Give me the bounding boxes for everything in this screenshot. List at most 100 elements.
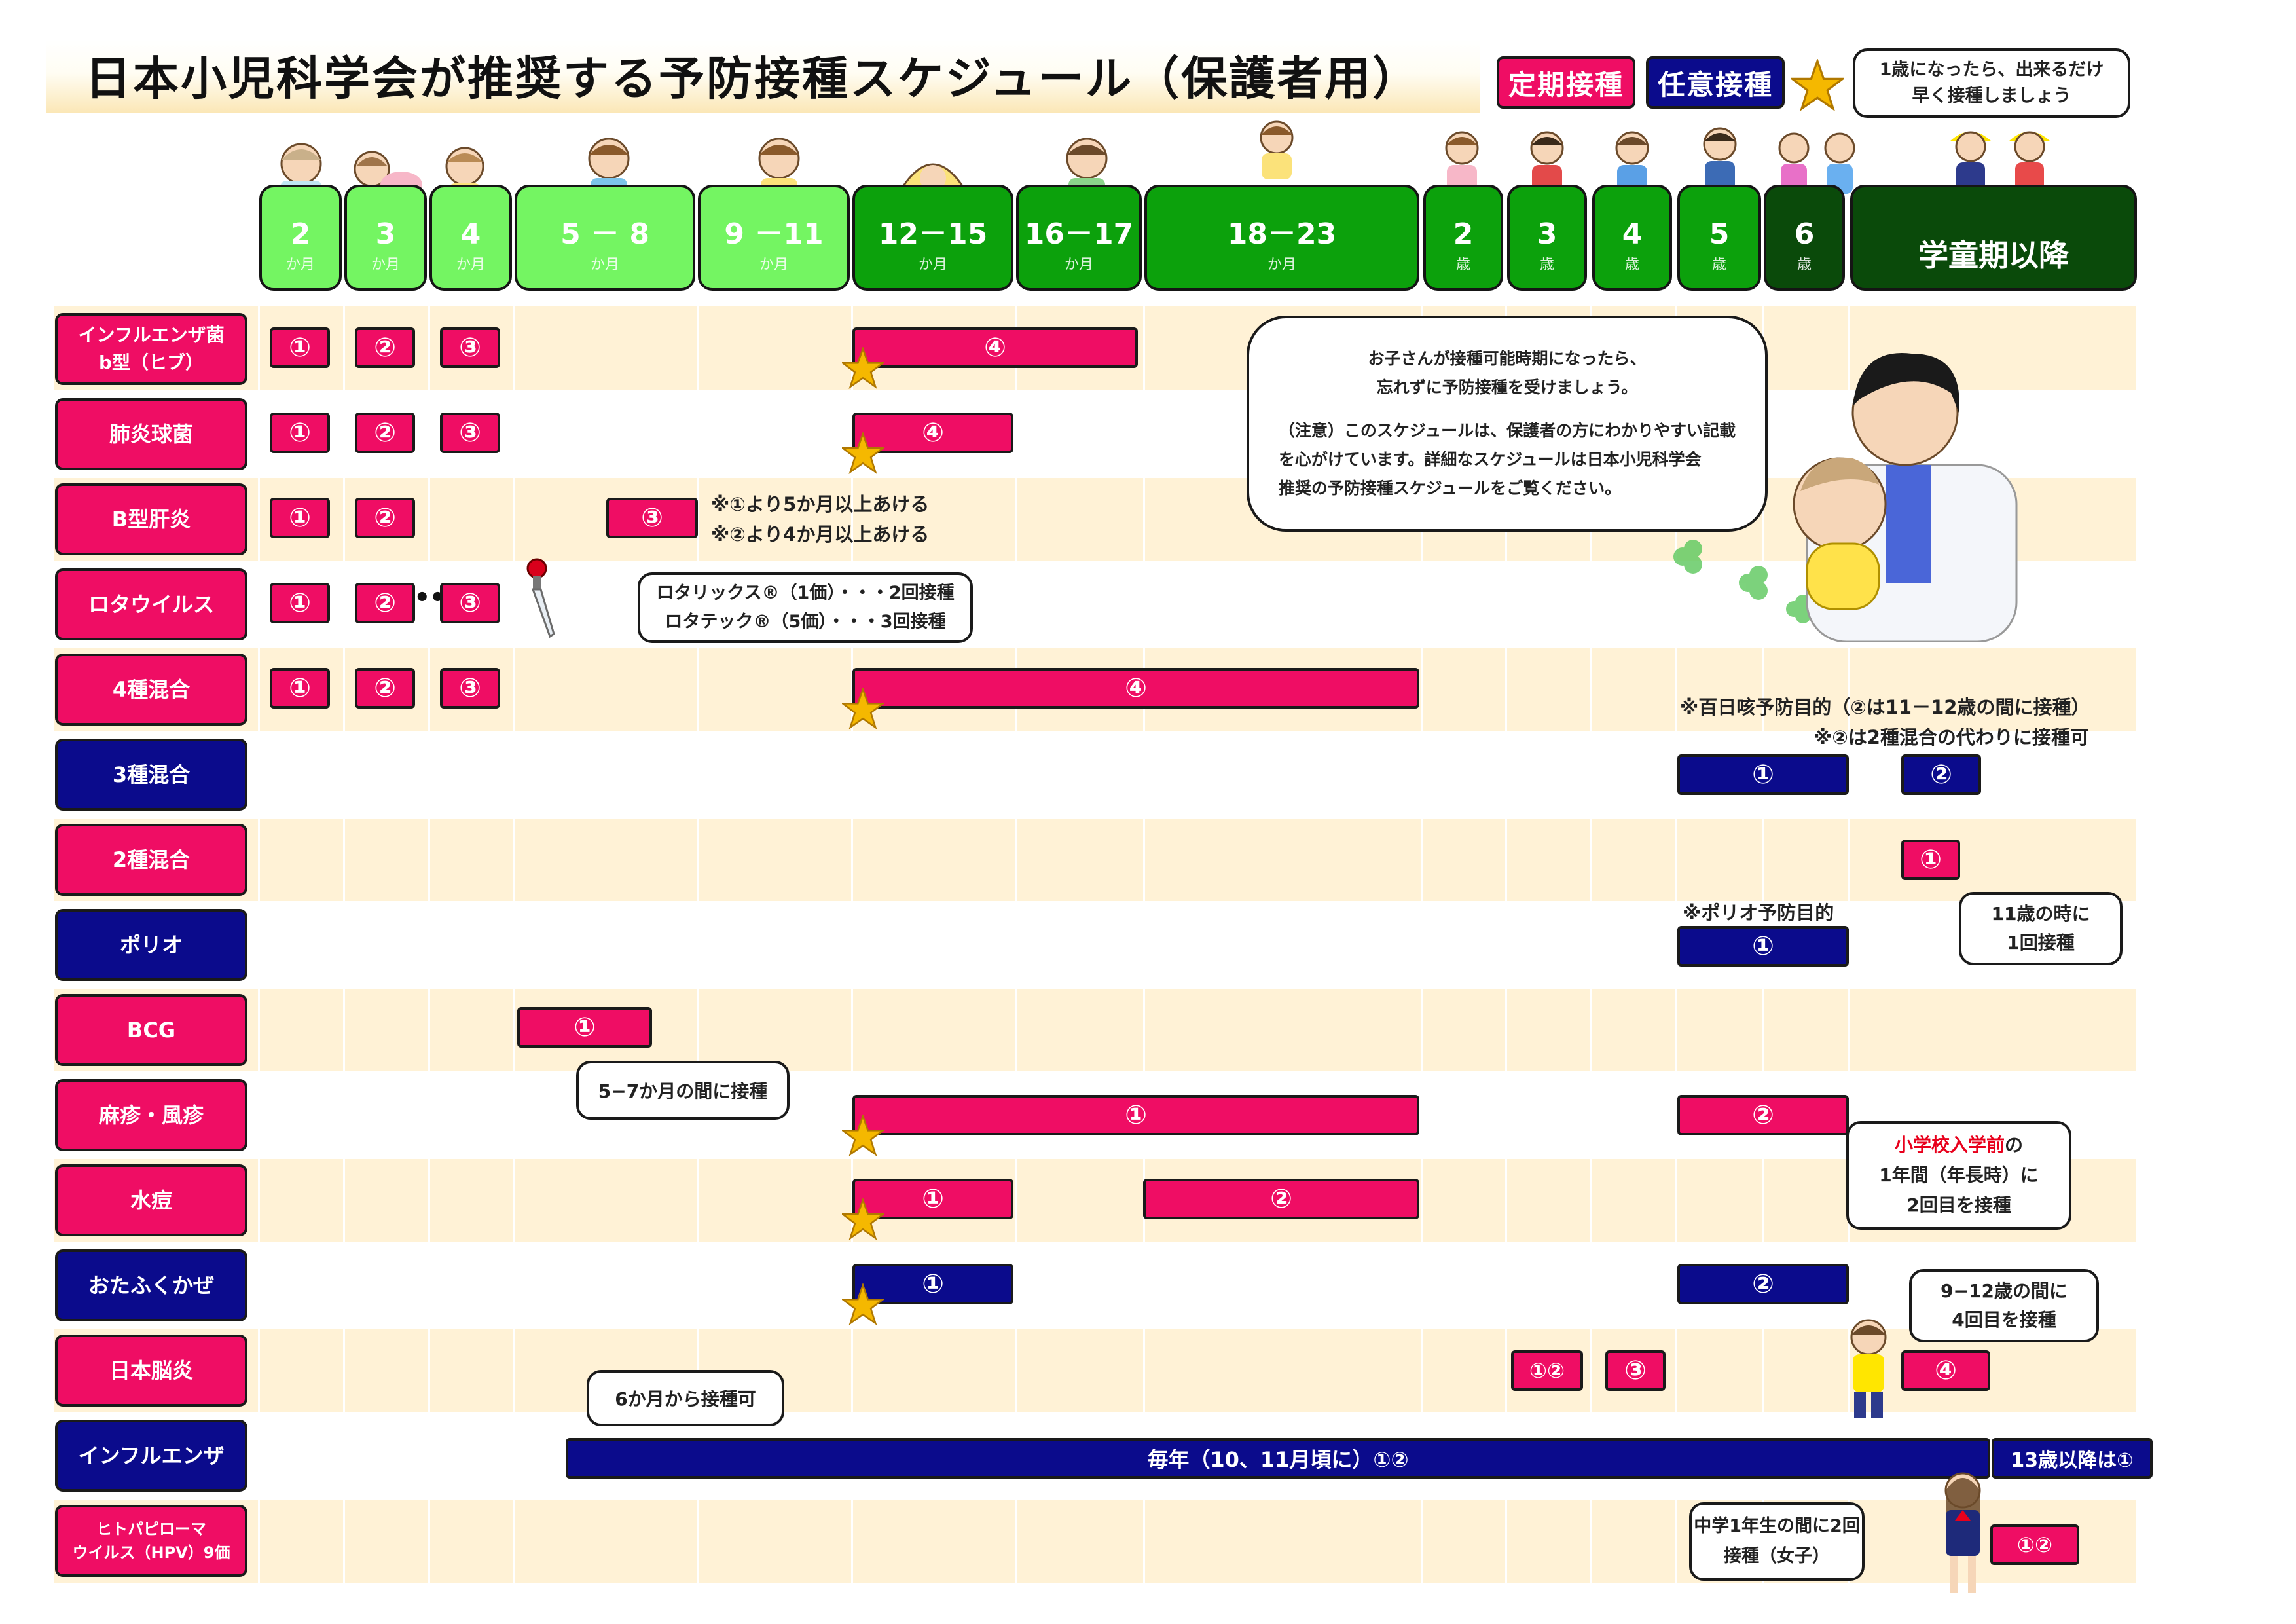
legend-regular: 定期接種 xyxy=(1497,56,1635,109)
dose-bar: ①② xyxy=(1511,1350,1583,1391)
row-divider xyxy=(54,561,2136,563)
star-icon xyxy=(842,1283,884,1325)
row-divider xyxy=(54,901,2136,904)
row-divider xyxy=(54,816,2136,819)
column-divider xyxy=(343,306,345,1583)
dose-bar: ①② xyxy=(1990,1524,2079,1565)
vaccine-label-influenza: インフルエンザ xyxy=(55,1420,247,1492)
vaccine-label-dt: 2種混合 xyxy=(55,824,247,896)
age-tab-school-age: 学童期以降 xyxy=(1850,185,2137,291)
doctor-note-3: （注意）このスケジュールは、保護者の方にわかりやすい記載 xyxy=(1278,421,1736,440)
dose-bar: ① xyxy=(270,668,330,709)
column-divider xyxy=(1421,306,1423,1583)
vaccine-label-mumps: おたふくかぜ xyxy=(55,1249,247,1321)
dose-bar: ② xyxy=(1901,754,1981,795)
row-divider xyxy=(54,1497,2136,1500)
row-divider xyxy=(54,1242,2136,1244)
je-note-line1: 9−12歳の間に xyxy=(1941,1280,2068,1302)
row-divider xyxy=(54,986,2136,989)
dose-bar: ③ xyxy=(440,413,500,453)
dose-bar: ① xyxy=(270,498,330,538)
column-divider xyxy=(1015,306,1017,1583)
legend-note-line1: 1歳になったら、出来るだけ xyxy=(1879,60,2104,80)
dose-bar: ② xyxy=(1143,1179,1419,1219)
rotavirus-callout: ロタリックス®（1価）・・・2回接種ロタテック®（5価）・・・3回接種 xyxy=(638,572,973,643)
column-divider xyxy=(851,306,853,1583)
flu-6m-callout: 6か月から接種可 xyxy=(587,1370,784,1426)
dose-bar: ② xyxy=(355,327,415,368)
hepb-note-2: ※②より4か月以上あける xyxy=(711,523,930,545)
title-bar: 日本小児科学会が推奨する予防接種スケジュール（保護者用） xyxy=(46,41,1480,113)
dose-bar: ① xyxy=(852,1179,1013,1219)
dose-bar: ② xyxy=(355,413,415,453)
dt-11-line1: 11歳の時に xyxy=(1991,903,2090,925)
dose-bar: ④ xyxy=(1901,1350,1990,1391)
dose-bar: ④ xyxy=(852,413,1013,453)
dose-bar: ② xyxy=(355,583,415,623)
student-girl-icon xyxy=(1944,1472,1981,1593)
vaccine-label-hpv: ヒトパピローマウイルス（HPV）9価 xyxy=(55,1505,247,1577)
dose-bar: ② xyxy=(1677,1095,1849,1135)
dose-bar: ① xyxy=(517,1007,652,1048)
column-divider xyxy=(1143,306,1145,1583)
star-icon xyxy=(1791,59,1844,111)
dose-bar: ① xyxy=(852,1264,1013,1304)
column-divider xyxy=(513,306,515,1583)
dose-bar: ② xyxy=(1677,1264,1849,1304)
star-icon xyxy=(842,347,884,389)
doctor-note-1: お子さんが接種可能時期になったら、 xyxy=(1368,349,1647,368)
dose-bar: ① xyxy=(270,327,330,368)
bcg-callout: 5−7か月の間に接種 xyxy=(576,1061,790,1120)
vaccine-label-dpt: 3種混合 xyxy=(55,739,247,811)
vaccine-label-varicella: 水痘 xyxy=(55,1164,247,1236)
column-divider xyxy=(1590,306,1592,1583)
child-running-icon xyxy=(1260,120,1294,179)
dropper-icon xyxy=(526,558,555,638)
doctor-speech-bubble: お子さんが接種可能時期になったら、 忘れずに予防接種を受けましょう。 （注意）こ… xyxy=(1247,316,1768,532)
child-figure-icon xyxy=(1850,1319,1887,1418)
rota-note-2: ロタテック®（5価）・・・3回接種 xyxy=(665,612,946,632)
row-divider xyxy=(54,475,2136,478)
dose-bar: ① xyxy=(852,1095,1419,1135)
mr-note-suffix: の xyxy=(2004,1134,2023,1156)
vaccine-label-rotavirus: ロタウイルス xyxy=(55,568,247,640)
row-divider xyxy=(54,646,2136,648)
star-icon xyxy=(842,1115,884,1156)
doctor-holding-baby-icon xyxy=(1673,353,2018,642)
mr-note-line2: 1年間（年長時）に xyxy=(1879,1164,2039,1186)
vaccine-label-mr: 麻疹・風疹 xyxy=(55,1079,247,1151)
mr-note-red: 小学校入学前 xyxy=(1894,1134,2005,1156)
dose-bar: ① xyxy=(270,583,330,623)
rota-note-1: ロタリックス®（1価）・・・2回接種 xyxy=(656,583,955,603)
legend-star-note: 1歳になったら、出来るだけ早く接種しましょう xyxy=(1853,48,2130,118)
pertussis-note: ※百日咳予防目的（②は11－12歳の間に接種） xyxy=(1680,696,2090,718)
row-divider xyxy=(54,1412,2136,1414)
dose-bar: ③ xyxy=(606,498,698,538)
hpv-callout: 中学1年生の間に2回接種（女子） xyxy=(1689,1502,1865,1581)
je-note-line2: 4回目を接種 xyxy=(1952,1309,2056,1331)
dose-bar: ③ xyxy=(440,583,500,623)
vaccine-label-bcg: BCG xyxy=(55,994,247,1066)
schoolchildren-icon xyxy=(1950,131,2050,191)
doctor-note-2: 忘れずに予防接種を受けましょう。 xyxy=(1376,378,1638,397)
dose-bar: ① xyxy=(1677,926,1849,967)
row-background xyxy=(54,987,2136,1073)
row-divider xyxy=(54,1071,2136,1074)
dose-bar: ① xyxy=(270,413,330,453)
legend-optional: 任意接種 xyxy=(1646,56,1785,109)
row-background xyxy=(54,817,2136,902)
